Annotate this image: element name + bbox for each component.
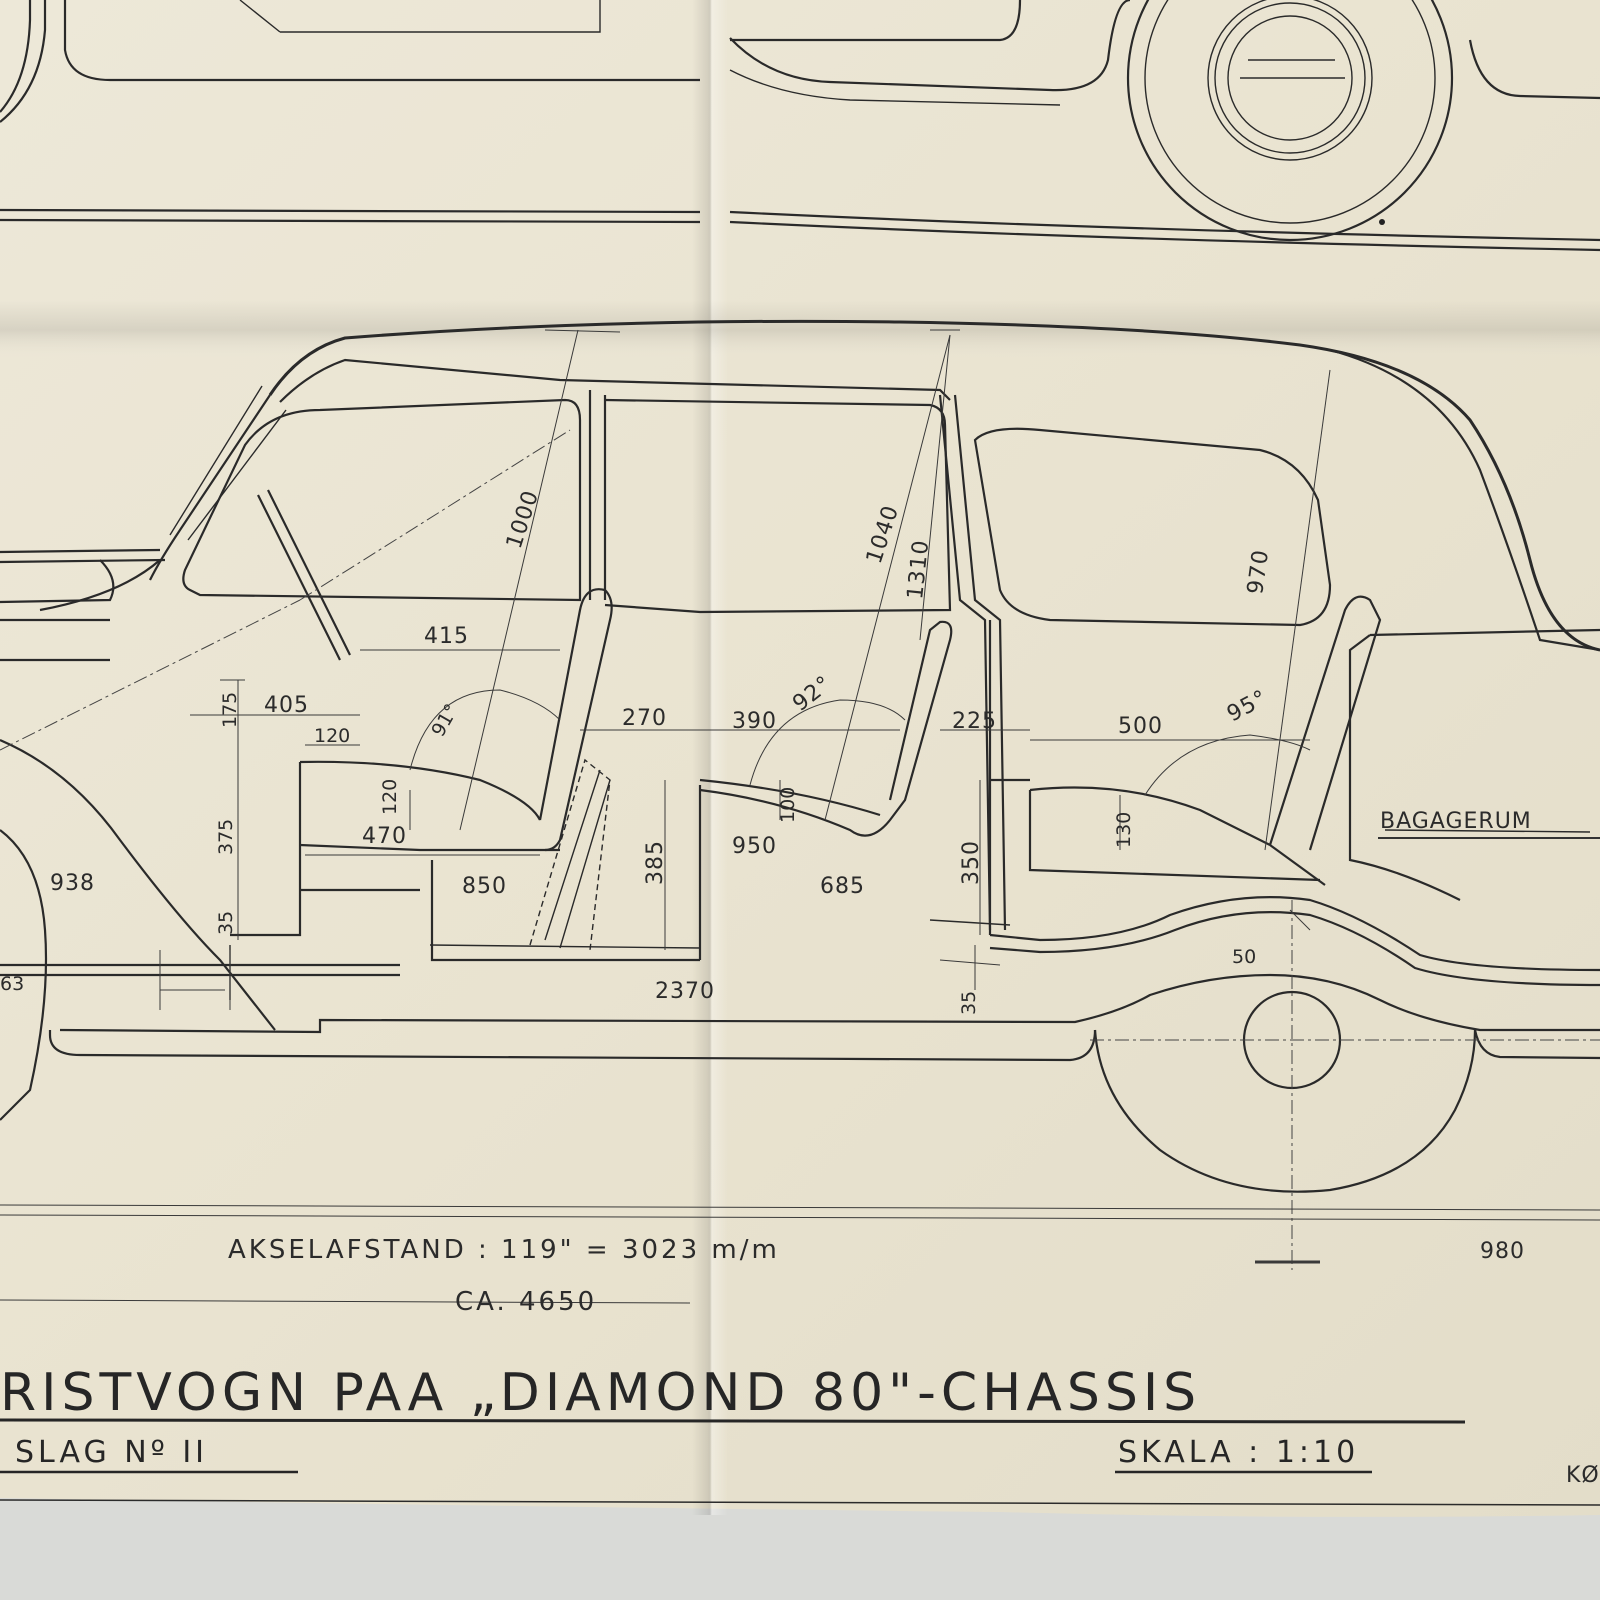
dimension-lines (0, 329, 1600, 1304)
dim-120-a: 120 (314, 725, 350, 747)
dim-270: 270 (622, 706, 667, 731)
length-note: CA. 4650 (455, 1287, 597, 1317)
dim-350: 350 (959, 840, 984, 885)
border-line-bottom (0, 1499, 1600, 1506)
dim-1310: 1310 (903, 538, 934, 600)
dim-390: 390 (732, 709, 777, 734)
drawing-subtitle: SLAG Nº II (15, 1435, 208, 1470)
vertical-fold (692, 0, 728, 1515)
dim-225: 225 (952, 709, 997, 734)
dim-500: 500 (1118, 714, 1163, 739)
upper-car-view (0, 0, 1600, 252)
dim-120-b: 120 (379, 779, 401, 815)
dim-50: 50 (1232, 946, 1256, 968)
dim-63: 63 (0, 973, 24, 995)
dim-950: 950 (732, 834, 777, 859)
scale-label: SKALA : 1:10 (1118, 1435, 1359, 1470)
luggage-label: BAGAGERUM (1380, 809, 1532, 834)
dim-415: 415 (424, 624, 469, 649)
paper-sheet (0, 0, 1600, 1517)
dim-175: 175 (219, 692, 241, 728)
car-body-section (0, 319, 1600, 1270)
dim-938: 938 (50, 871, 95, 896)
sheet-notes: BAGAGERUM AKSELAFSTAND : 119" = 3023 m/m… (0, 809, 1600, 1506)
dim-850: 850 (462, 874, 507, 899)
dim-470: 470 (362, 824, 407, 849)
dim-970: 970 (1243, 548, 1274, 596)
corner-fragment: KØ (1566, 1463, 1600, 1488)
dim-375: 375 (215, 819, 237, 855)
dim-685: 685 (820, 874, 865, 899)
dim-980: 980 (1480, 1239, 1525, 1264)
dim-130: 130 (1113, 812, 1135, 848)
dim-385: 385 (643, 840, 668, 885)
wheelbase-note: AKSELAFSTAND : 119" = 3023 m/m (228, 1235, 780, 1265)
dim-2370: 2370 (655, 979, 715, 1004)
dim-35-b: 35 (958, 991, 980, 1015)
dim-100: 100 (777, 787, 799, 823)
title-underline (0, 1418, 1466, 1424)
horizontal-fold (0, 300, 1600, 360)
drawing-title: RISTVOGN PAA „DIAMOND 80"-CHASSIS (0, 1363, 1201, 1423)
dim-35-a: 35 (215, 911, 237, 935)
dim-405: 405 (264, 693, 309, 718)
